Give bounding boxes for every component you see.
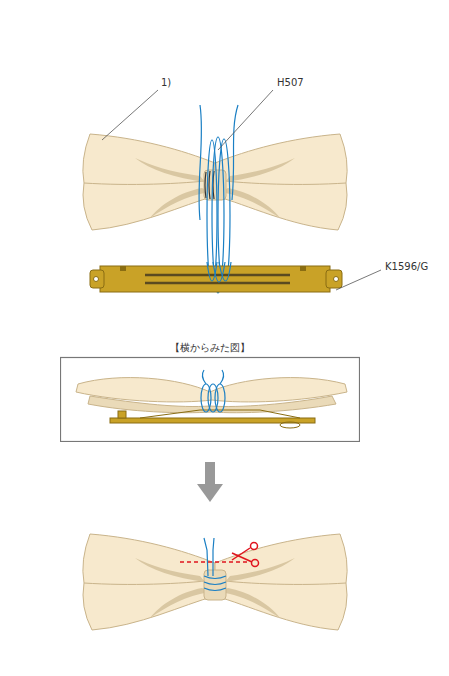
- part-name: H507: [276, 78, 305, 88]
- bow-bottom: [83, 534, 347, 630]
- side-view: [76, 370, 347, 428]
- view-heading: 【横からみた図】: [60, 342, 360, 354]
- down-arrow: [197, 462, 223, 502]
- part-name: K1596/G: [384, 262, 429, 272]
- callout-number: 1): [160, 78, 172, 88]
- scissors: [232, 543, 259, 567]
- side-view-frame: 【横からみた図】: [60, 342, 360, 442]
- frame-outline: [60, 342, 360, 442]
- thread: [199, 105, 238, 293]
